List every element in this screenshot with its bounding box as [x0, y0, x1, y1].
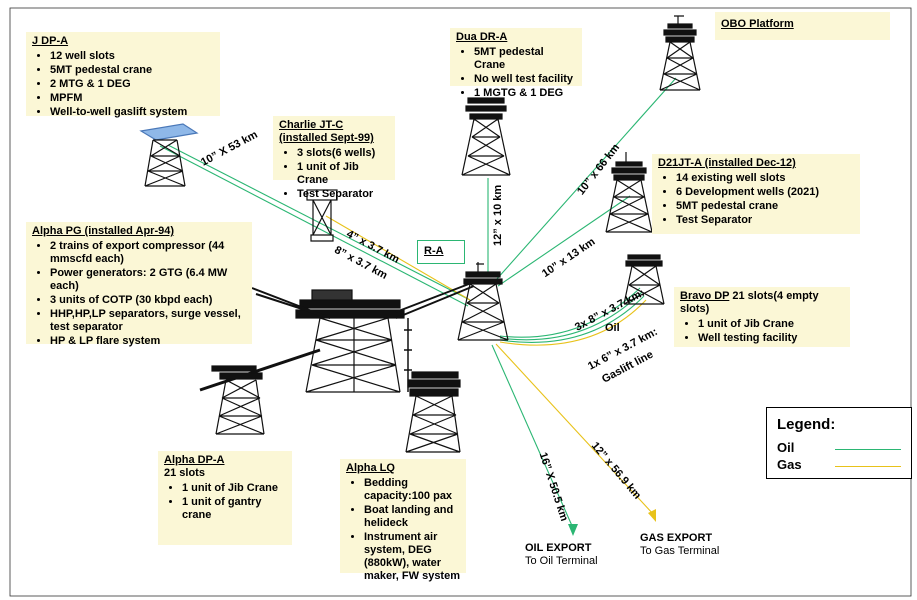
- dua-title: Dua DR-A: [456, 31, 508, 43]
- gas-export-title: GAS EXPORT: [640, 532, 713, 544]
- alpha-lq-item: Boat landing and helideck: [364, 504, 460, 530]
- legend: Legend: Oil Gas: [766, 407, 912, 479]
- pipeline-bravo-oil-1: [499, 287, 641, 338]
- d21jt-title: D21JT-A (installed Dec-12): [658, 157, 796, 169]
- jdpa-info-box: J DP-A 12 well slots 5MT pedestal crane …: [26, 32, 220, 119]
- alpha-dpa-item: 1 unit of Jib Crane: [182, 482, 286, 495]
- jdpa-item: MPFM: [50, 92, 214, 105]
- alpha-dpa-info-box: Alpha DP-A 21 slots 1 unit of Jib Crane …: [158, 451, 292, 545]
- pipeline-charlie: [325, 215, 471, 301]
- oil-export-arrow-icon: [568, 524, 578, 536]
- dua-item: 5MT pedestal Crane: [474, 46, 576, 72]
- dua-platform-icon: [461, 97, 511, 176]
- pipeline-alpha-pg: [159, 145, 469, 307]
- d21jt-item: 6 Development wells (2021): [676, 186, 854, 199]
- bravo-platform-icon: [623, 254, 665, 305]
- outer-frame: [9, 7, 912, 597]
- jdpa-item: 2 MTG & 1 DEG: [50, 78, 214, 91]
- oil-export-title: OIL EXPORT: [525, 542, 592, 554]
- d21jt-info-box: D21JT-A (installed Dec-12) 14 existing w…: [652, 154, 860, 234]
- alpha-pg-platform-icon: [199, 281, 475, 393]
- pipeline-d21jt: [497, 195, 631, 287]
- charlie-item: Test Separator: [297, 188, 389, 201]
- oil-export-destination: To Oil Terminal: [525, 555, 598, 567]
- bravo-info-box: Bravo DP 21 slots(4 empty slots) 1 unit …: [674, 287, 850, 347]
- bravo-item: 1 unit of Jib Crane: [698, 318, 844, 331]
- legend-gas-swatch: [835, 466, 901, 467]
- alpha-lq-item: Instrument air system, DEG (880kW), wate…: [364, 531, 460, 583]
- pipelines: [159, 77, 677, 529]
- jdpa-title: J DP-A: [32, 35, 69, 47]
- gas-export-arrow-icon: [648, 509, 656, 522]
- alpha-pg-item: 3 units of COTP (30 kbpd each): [50, 294, 246, 307]
- d21jt-item: Test Separator: [676, 214, 854, 227]
- ra-label-box: R-A: [417, 240, 465, 264]
- legend-oil-label: Oil: [777, 440, 795, 455]
- charlie-title: Charlie JT-C (installed Sept-99): [279, 119, 374, 144]
- pipeline-bravo-gaslift: [499, 299, 647, 346]
- dua-item: No well test facility: [474, 73, 576, 86]
- platform-icons: [139, 15, 701, 453]
- legend-title: Legend:: [777, 416, 836, 433]
- alpha-pg-item: 2 trains of export compressor (44 mmscfd…: [50, 240, 246, 266]
- dua-item: 1 MGTG & 1 DEG: [474, 87, 576, 100]
- charlie-platform-icon: [306, 189, 338, 242]
- d21jt-platform-icon: [605, 152, 653, 233]
- pipeline-oil-export: [491, 344, 574, 529]
- alpha-dpa-subtitle: 21 slots: [164, 467, 205, 479]
- alpha-pg-item: HP & LP flare system: [50, 335, 246, 348]
- alpha-dpa-platform-icon: [211, 365, 265, 435]
- pipeline-label: 12” x 10 km: [492, 184, 504, 246]
- gas-export-label: GAS EXPORT To Gas Terminal: [640, 532, 719, 558]
- dua-info-box: Dua DR-A 5MT pedestal Crane No well test…: [450, 28, 582, 99]
- pipeline-bravo-oil-3: [499, 295, 645, 343]
- d21jt-item: 5MT pedestal crane: [676, 200, 854, 213]
- charlie-item: 1 unit of Jib Crane: [297, 161, 389, 187]
- legend-gas-label: Gas: [777, 457, 802, 472]
- charlie-item: 3 slots(6 wells): [297, 147, 389, 160]
- gas-export-destination: To Gas Terminal: [640, 545, 720, 557]
- alpha-lq-title: Alpha LQ: [346, 462, 395, 474]
- alpha-pg-item: Power generators: 2 GTG (6.4 MW each): [50, 267, 246, 293]
- jdpa-item: Well-to-well gaslift system: [50, 106, 214, 119]
- alpha-lq-item: Bedding capacity:100 pax: [364, 477, 460, 503]
- ra-title: R-A: [424, 245, 444, 257]
- d21jt-item: 14 existing well slots: [676, 172, 854, 185]
- obo-info-box: OBO Platform: [715, 12, 890, 40]
- obo-platform-icon: [659, 15, 701, 91]
- legend-oil-swatch: [835, 449, 901, 450]
- alpha-dpa-title: Alpha DP-A: [164, 454, 225, 466]
- pipeline-gas-export: [495, 343, 655, 516]
- obo-title: OBO Platform: [721, 18, 794, 30]
- bravo-title: Bravo DP 21 slots(4 empty slots): [680, 290, 819, 315]
- alpha-pg-item: HHP,HP,LP separators, surge vessel, test…: [50, 308, 246, 334]
- charlie-info-box: Charlie JT-C (installed Sept-99) 3 slots…: [273, 116, 395, 200]
- pipeline-obo: [495, 77, 677, 281]
- oil-export-label: OIL EXPORT To Oil Terminal: [525, 542, 598, 568]
- alpha-lq-info-box: Alpha LQ Bedding capacity:100 pax Boat l…: [340, 459, 466, 582]
- ra-platform-icon: [457, 262, 509, 341]
- alpha-dpa-item: 1 unit of gantry crane: [182, 496, 286, 522]
- bravo-item: Well testing facility: [698, 332, 844, 345]
- alpha-pg-title: Alpha PG (installed Apr-94): [32, 225, 175, 237]
- jdpa-platform-icon: [139, 123, 199, 187]
- jdpa-item: 5MT pedestal crane: [50, 64, 214, 77]
- bravo-title-detail: 21 slots(4 empty slots): [680, 290, 819, 315]
- pipeline-label: Oil: [605, 322, 620, 334]
- jdpa-item: 12 well slots: [50, 50, 214, 63]
- bravo-title-name: Bravo DP: [680, 290, 730, 302]
- alpha-pg-info-box: Alpha PG (installed Apr-94) 2 trains of …: [26, 222, 252, 347]
- alpha-lq-platform-icon: [405, 371, 461, 453]
